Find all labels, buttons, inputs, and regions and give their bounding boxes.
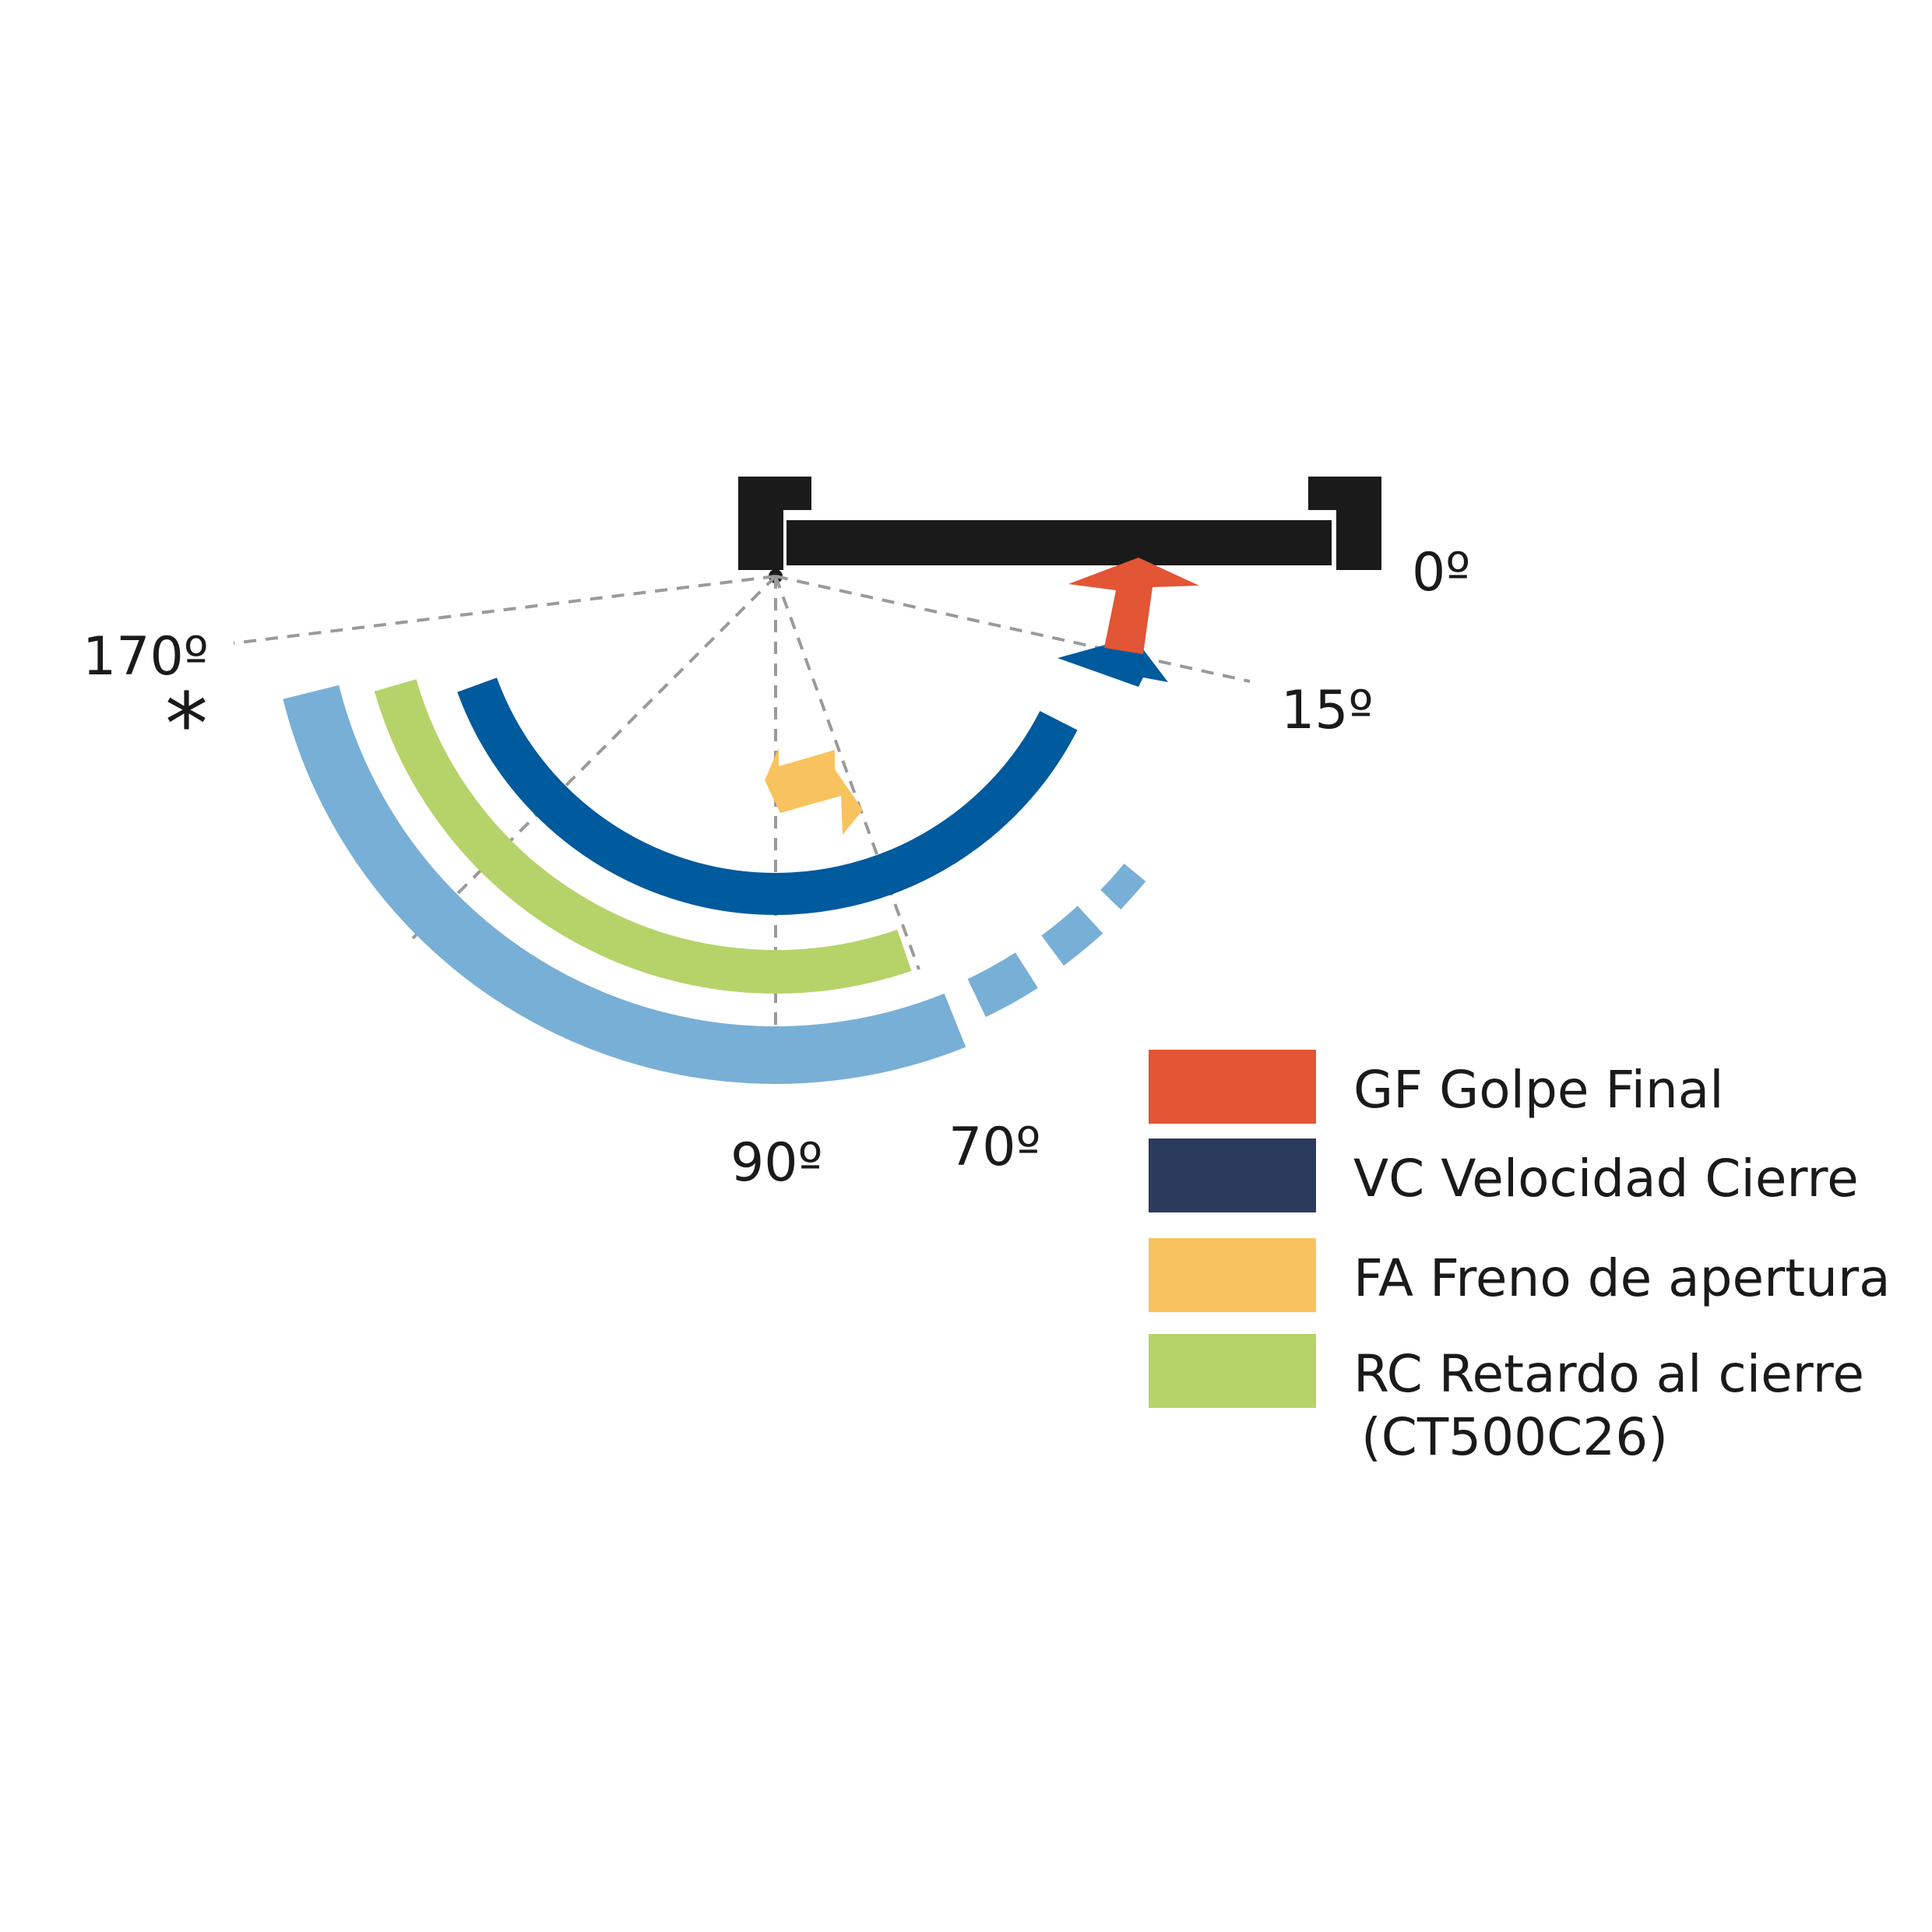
legend-label-vc: VC Velocidad Cierre xyxy=(1353,1149,1859,1209)
guide-line-170 xyxy=(233,575,776,645)
legend-item-vc: VC Velocidad Cierre xyxy=(1149,1138,1859,1212)
door-leaf xyxy=(787,520,1332,565)
legend-label-fa: FA Freno de apertura xyxy=(1353,1248,1891,1308)
legend-item-gf: GF Golpe Final xyxy=(1149,1050,1724,1124)
angle-label-0: 0º xyxy=(1412,542,1470,604)
legend-sublabel-rc: (CT500C26) xyxy=(1361,1407,1668,1467)
function-arcs xyxy=(283,677,1146,1084)
legend-swatch-gf xyxy=(1149,1050,1316,1124)
delayed-closing-arc xyxy=(374,679,912,994)
opening-range-dash-3 xyxy=(1100,863,1146,910)
asterisk-marker: * xyxy=(165,674,208,774)
guide-line-15 xyxy=(775,575,1251,683)
legend-label-gf: GF Golpe Final xyxy=(1353,1060,1724,1120)
opening-range-dash-1 xyxy=(967,952,1038,1017)
legend-swatch-fa xyxy=(1149,1238,1316,1312)
angle-label-170: 170º xyxy=(83,626,209,688)
frame-right-stop xyxy=(1308,477,1381,570)
door-frame xyxy=(738,477,1381,570)
final-snap-arrow xyxy=(1068,558,1199,654)
angle-label-90: 90º xyxy=(730,1132,823,1194)
legend-item-fa: FA Freno de apertura xyxy=(1149,1238,1891,1312)
closing-speed-arc xyxy=(457,677,1078,915)
legend: GF Golpe Final VC Velocidad Cierre FA Fr… xyxy=(1149,1050,1891,1467)
guide-line-70 xyxy=(774,575,920,970)
legend-swatch-vc xyxy=(1149,1138,1316,1212)
opening-range-dash-2 xyxy=(1041,906,1103,966)
opening-brake-arrow xyxy=(765,748,863,835)
legend-item-rc: RC Retardo al cierre (CT500C26) xyxy=(1149,1334,1864,1467)
angle-label-15: 15º xyxy=(1281,680,1374,741)
frame-left-stop xyxy=(738,477,811,570)
legend-swatch-rc xyxy=(1149,1334,1316,1408)
legend-label-rc: RC Retardo al cierre xyxy=(1353,1344,1864,1404)
opening-range-arc xyxy=(283,684,966,1084)
angle-label-70: 70º xyxy=(948,1117,1041,1178)
